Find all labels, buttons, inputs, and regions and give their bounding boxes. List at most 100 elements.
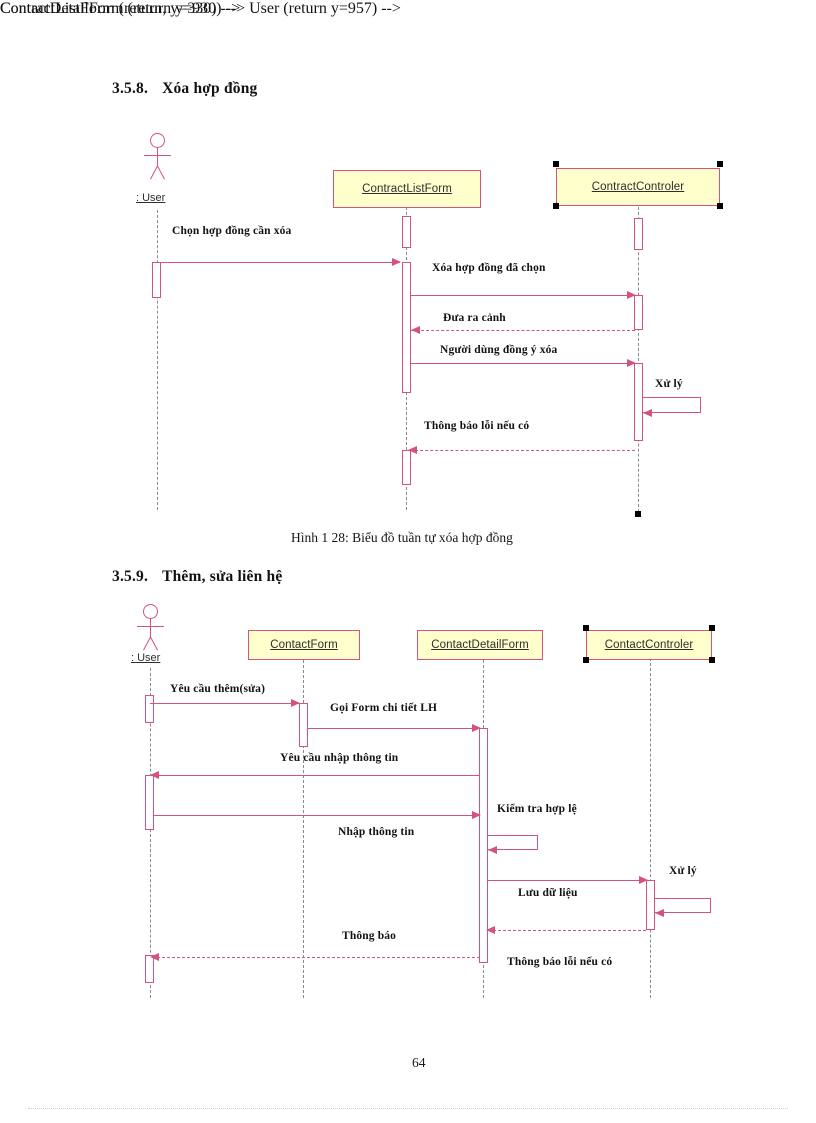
message-line-8: [488, 930, 646, 931]
message-label-2: Gọi Form chi tiết LH: [330, 702, 438, 714]
message-arrowhead-2: [472, 723, 481, 732]
message-arrowhead-4: [472, 810, 481, 819]
sequence-diagram-delete-contract: : User ContractListForm ContractControle…: [0, 0, 816, 520]
object-contactcontroler[interactable]: ContactControler: [586, 630, 712, 660]
lifeline-contractcontroler: [638, 207, 639, 512]
actor-head-icon: [150, 133, 165, 148]
lifeline-user: [157, 210, 158, 510]
self-message-loop-5: [643, 397, 701, 413]
message-line-1: [157, 262, 400, 263]
object-contactform[interactable]: ContactForm: [248, 630, 360, 660]
section-title: Thêm, sửa liên hệ: [162, 568, 283, 585]
message-arrowhead-3: [411, 325, 420, 334]
message-arrowhead-8: [486, 925, 495, 934]
selection-handle-top-left[interactable]: [553, 161, 559, 167]
message-label-5: Kiểm tra hợp lệ: [497, 803, 577, 815]
activation-user-2: [145, 775, 154, 830]
message-arrowhead-4: [627, 358, 636, 367]
lifeline-contactcontroler: [650, 658, 651, 998]
object-contactdetailform[interactable]: ContactDetailForm: [417, 630, 543, 660]
object-label: ContactForm: [270, 639, 338, 651]
object-contractcontroler[interactable]: ContractControler: [556, 168, 720, 206]
activation-user-1: [152, 262, 161, 298]
actor-arms-icon: [137, 626, 164, 627]
message-line-6: [488, 880, 647, 881]
message-line-2: [308, 728, 480, 729]
message-line-9: [152, 957, 480, 958]
message-arrowhead-7: [655, 908, 664, 917]
message-label-6: Thông báo lỗi nếu có: [424, 420, 530, 432]
figure-caption: Hình 1 28: Biểu đồ tuần tự xóa hợp đồng: [291, 530, 513, 545]
message-label-6: Lưu dữ liệu: [518, 887, 578, 899]
footer-divider: [28, 1108, 788, 1109]
message-label-2: Xóa hợp đồng đã chọn: [432, 262, 546, 274]
self-message-loop-7: [655, 898, 711, 913]
message-label-3: Yêu cầu nhập thông tin: [280, 752, 399, 764]
lifeline-end-marker: [635, 511, 641, 517]
message-line-2: [411, 295, 635, 296]
actor-arms-icon: [144, 155, 171, 156]
actor-user-figure: [136, 604, 166, 654]
activation-contractcontroler-2: [634, 363, 643, 441]
message-label-1: Yêu cầu thêm(sửa): [170, 683, 266, 695]
page-number: 64: [412, 1055, 426, 1070]
message-line-6: [410, 450, 635, 451]
actor-user-label: : User: [136, 192, 166, 204]
message-arrowhead-5: [488, 845, 497, 854]
self-message-loop-5: [488, 835, 538, 850]
section-number: 3.5.9.: [112, 568, 149, 585]
message-arrowhead-6: [408, 445, 417, 454]
message-arrowhead-1: [392, 257, 401, 266]
message-label-4: Nhập thông tin: [338, 826, 415, 838]
message-arrowhead-9: [150, 952, 159, 961]
selection-handle-top-right[interactable]: [717, 161, 723, 167]
message-label-3: Đưa ra cảnh: [443, 312, 506, 324]
message-line-3: [150, 775, 480, 776]
actor-body-icon: [150, 619, 151, 638]
selection-handle-bottom-right[interactable]: [709, 657, 715, 663]
message-label-9: Thông báo lỗi nếu có: [507, 956, 613, 968]
selection-handle-bottom-left[interactable]: [583, 657, 589, 663]
sequence-diagram-add-edit-contact: : User ContactForm ContactDetailForm Con…: [0, 0, 715, 998]
section-title: Xóa hợp đồng: [162, 80, 258, 97]
message-line-1: [150, 703, 300, 704]
message-label-5: Xử lý: [655, 378, 683, 390]
actor-head-icon: [143, 604, 158, 619]
object-label: ContactControler: [604, 639, 694, 651]
object-contractlistform[interactable]: ContractListForm: [333, 170, 481, 208]
actor-body-icon: [157, 148, 158, 167]
activation-user-1: [145, 695, 154, 723]
message-arrowhead-5: [643, 408, 652, 417]
message-arrowhead-6: [639, 875, 648, 884]
activation-contactdetailform-main: [479, 728, 488, 963]
activation-user-3: [145, 955, 154, 983]
message-label-7: Xử lý: [669, 865, 697, 877]
message-label-4: Người dùng đồng ý xóa: [440, 344, 558, 356]
selection-handle-bottom-left[interactable]: [553, 203, 559, 209]
object-label: ContractControler: [591, 181, 685, 193]
selection-handle-bottom-right[interactable]: [717, 203, 723, 209]
selection-handle-top-right[interactable]: [709, 625, 715, 631]
actor-user-label: : User: [131, 652, 161, 664]
lifeline-user: [150, 668, 151, 998]
actor-user-figure: [143, 133, 173, 183]
message-arrowhead-3: [150, 770, 159, 779]
message-label-8: Thông báo: [342, 930, 397, 942]
message-line-4: [154, 815, 480, 816]
section-heading-3-5-9: 3.5.9. Thêm, sửa liên hệ: [112, 568, 282, 586]
message-arrowhead-1: [291, 698, 300, 707]
activation-contractlistform-initial: [402, 216, 411, 248]
activation-contractcontroler-initial: [634, 218, 643, 250]
section-heading-3-5-8: 3.5.8. Xóa hợp đồng: [112, 80, 258, 98]
object-label: ContractListForm: [362, 183, 452, 195]
message-line-3: [411, 330, 635, 331]
selection-handle-top-left[interactable]: [583, 625, 589, 631]
message-label-1: Chọn hợp đồng cần xóa: [172, 225, 292, 237]
section-number: 3.5.8.: [112, 80, 149, 97]
activation-contractlistform-main: [402, 262, 411, 393]
activation-contractcontroler-1: [634, 295, 643, 330]
object-label: ContactDetailForm: [431, 639, 529, 651]
message-arrowhead-2: [627, 290, 636, 299]
actor-leg-left-icon: [143, 636, 151, 651]
